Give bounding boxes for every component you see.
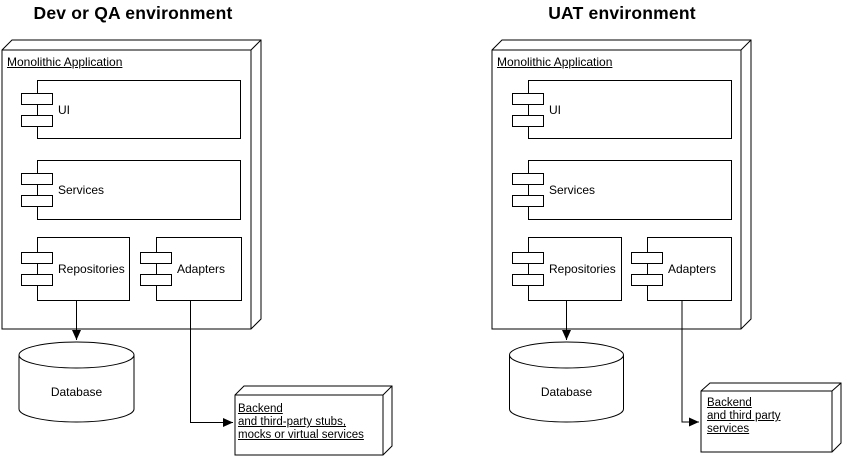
component-adapters-uat: Adapters <box>631 237 732 301</box>
component-tab-icon <box>21 195 53 207</box>
component-label: Services <box>58 183 105 197</box>
node-label-monolithic-devqa: Monolithic Application <box>7 55 123 69</box>
database-label-uat: Database <box>540 385 593 399</box>
title-uat-environment: UAT environment <box>548 3 696 23</box>
component-label: Adapters <box>668 262 717 276</box>
component-adapters-devqa: Adapters <box>140 237 242 301</box>
backend-label-line: and third party <box>707 410 781 422</box>
arrow-adapters-to-backend-uat <box>681 301 699 427</box>
component-label: Repositories <box>549 262 616 276</box>
component-tab-icon <box>512 173 544 185</box>
component-tab-icon <box>21 92 53 105</box>
backend-label-line: and third-party stubs, <box>238 416 347 428</box>
component-label: Adapters <box>177 262 226 276</box>
backend-label-line: services <box>707 423 750 435</box>
component-label: Services <box>549 183 596 197</box>
component-tab-icon <box>21 114 53 127</box>
backend-label-devqa: Backend and third-party stubs, mocks or … <box>238 403 364 442</box>
component-tab-icon <box>512 252 544 264</box>
backend-box-uat <box>700 382 842 453</box>
component-tab-icon <box>21 274 53 286</box>
backend-box-devqa <box>234 385 393 456</box>
component-tab-icon <box>631 274 663 286</box>
arrow-adapters-to-backend-devqa <box>190 301 233 427</box>
component-repositories-uat: Repositories <box>512 237 622 301</box>
backend-label-line: mocks or virtual services <box>238 429 364 441</box>
component-ui-uat: UI <box>512 80 732 139</box>
backend-label-line: Backend <box>238 403 283 415</box>
component-tab-icon <box>21 173 53 185</box>
database-cylinder-devqa <box>18 341 135 423</box>
component-services-devqa: Services <box>21 160 241 220</box>
database-cylinder-uat <box>509 341 624 423</box>
component-label: UI <box>58 102 70 117</box>
title-devqa-environment: Dev or QA environment <box>33 3 233 23</box>
backend-label-line: Backend <box>707 397 752 409</box>
component-tab-icon <box>21 252 53 264</box>
component-tab-icon <box>140 274 172 286</box>
component-label: Repositories <box>58 262 125 276</box>
component-tab-icon <box>512 195 544 207</box>
component-repositories-devqa: Repositories <box>21 237 130 301</box>
database-label-devqa: Database <box>50 385 103 399</box>
backend-label-uat: Backend and third party services <box>707 397 781 436</box>
component-tab-icon <box>512 274 544 286</box>
component-tab-icon <box>631 252 663 264</box>
component-tab-icon <box>140 252 172 264</box>
component-label: UI <box>549 102 561 117</box>
node-label-monolithic-uat: Monolithic Application <box>497 55 613 69</box>
component-tab-icon <box>512 114 544 127</box>
component-services-uat: Services <box>512 160 732 220</box>
component-tab-icon <box>512 92 544 105</box>
component-ui-devqa: UI <box>21 80 241 139</box>
